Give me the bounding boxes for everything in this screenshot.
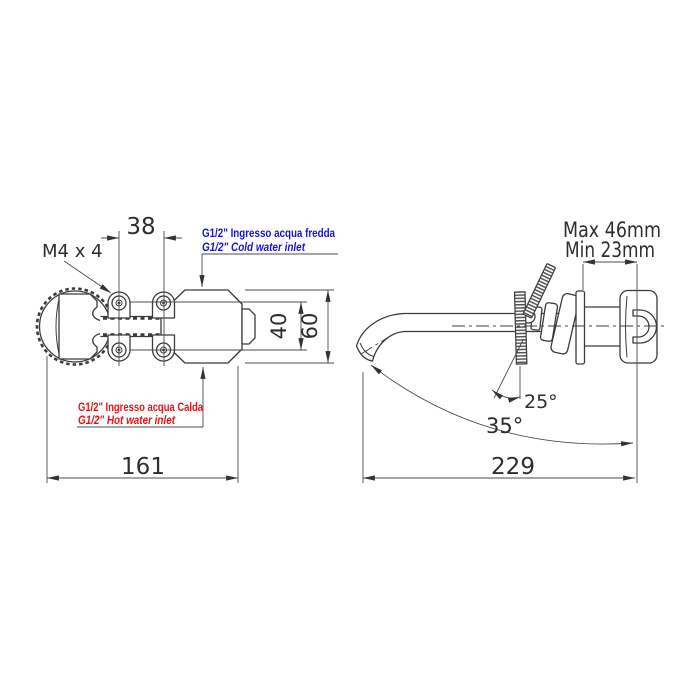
- dim-229: 229: [362, 372, 635, 483]
- spout-tip-centerline: [360, 334, 393, 355]
- dim-40: 40: [130, 301, 307, 351]
- angle-35-value: 35°: [486, 414, 523, 438]
- hot-inlet-label-it: G1/2" Ingresso acqua Calda: [78, 402, 203, 414]
- angle-35: 35°: [370, 364, 634, 447]
- handle-cap-side-arc: [55, 298, 60, 355]
- dim-229-value: 229: [491, 454, 535, 480]
- retaining-clip: [632, 309, 658, 344]
- lever-vertical: [513, 291, 528, 365]
- depth-min-value: Min 23mm: [565, 238, 655, 262]
- screw-callout-text: M4 x 4: [42, 241, 103, 262]
- dim-depth: Max 46mm Min 23mm: [563, 218, 661, 483]
- handle-cap: [58, 293, 104, 360]
- hot-inlet-label-en: G1/2" Hot water inlet: [78, 415, 176, 427]
- lever-tilted-25deg: [522, 263, 556, 319]
- wall-flange: [575, 290, 586, 365]
- dim-60-value: 60: [298, 313, 322, 340]
- cold-inlet-label-it: G1/2" Ingresso acqua fredda: [202, 228, 336, 240]
- dim-60: 60: [245, 289, 334, 364]
- valve-body-end-cap: [241, 308, 256, 345]
- dim-40-value: 40: [267, 313, 291, 340]
- hot-inlet-callout: G1/2" Ingresso acqua Calda G1/2" Hot wat…: [77, 367, 206, 428]
- dim-38-value: 38: [126, 214, 155, 240]
- dim-161: 161: [46, 356, 239, 483]
- screw-callout: M4 x 4: [42, 241, 112, 294]
- spout: [355, 312, 563, 362]
- connecting-bar: [100, 315, 164, 338]
- dimensions: 38 M4 x 4 G1/2" Ingresso acqua fredda G1…: [42, 214, 661, 483]
- cold-inlet-label-en: G1/2" Cold water inlet: [202, 242, 306, 254]
- screw-hole: [155, 295, 172, 311]
- front-view: [35, 287, 256, 366]
- dim-161-value: 161: [121, 454, 165, 480]
- dim-38: 38: [101, 214, 182, 366]
- depth-max-value: Max 46mm: [563, 218, 661, 242]
- side-view: [355, 263, 668, 365]
- cold-inlet-callout: G1/2" Ingresso acqua fredda G1/2" Cold w…: [199, 228, 338, 287]
- inwall-body-face: [625, 295, 628, 358]
- angle-25-value: 25°: [524, 391, 558, 413]
- handle-step: [539, 302, 559, 342]
